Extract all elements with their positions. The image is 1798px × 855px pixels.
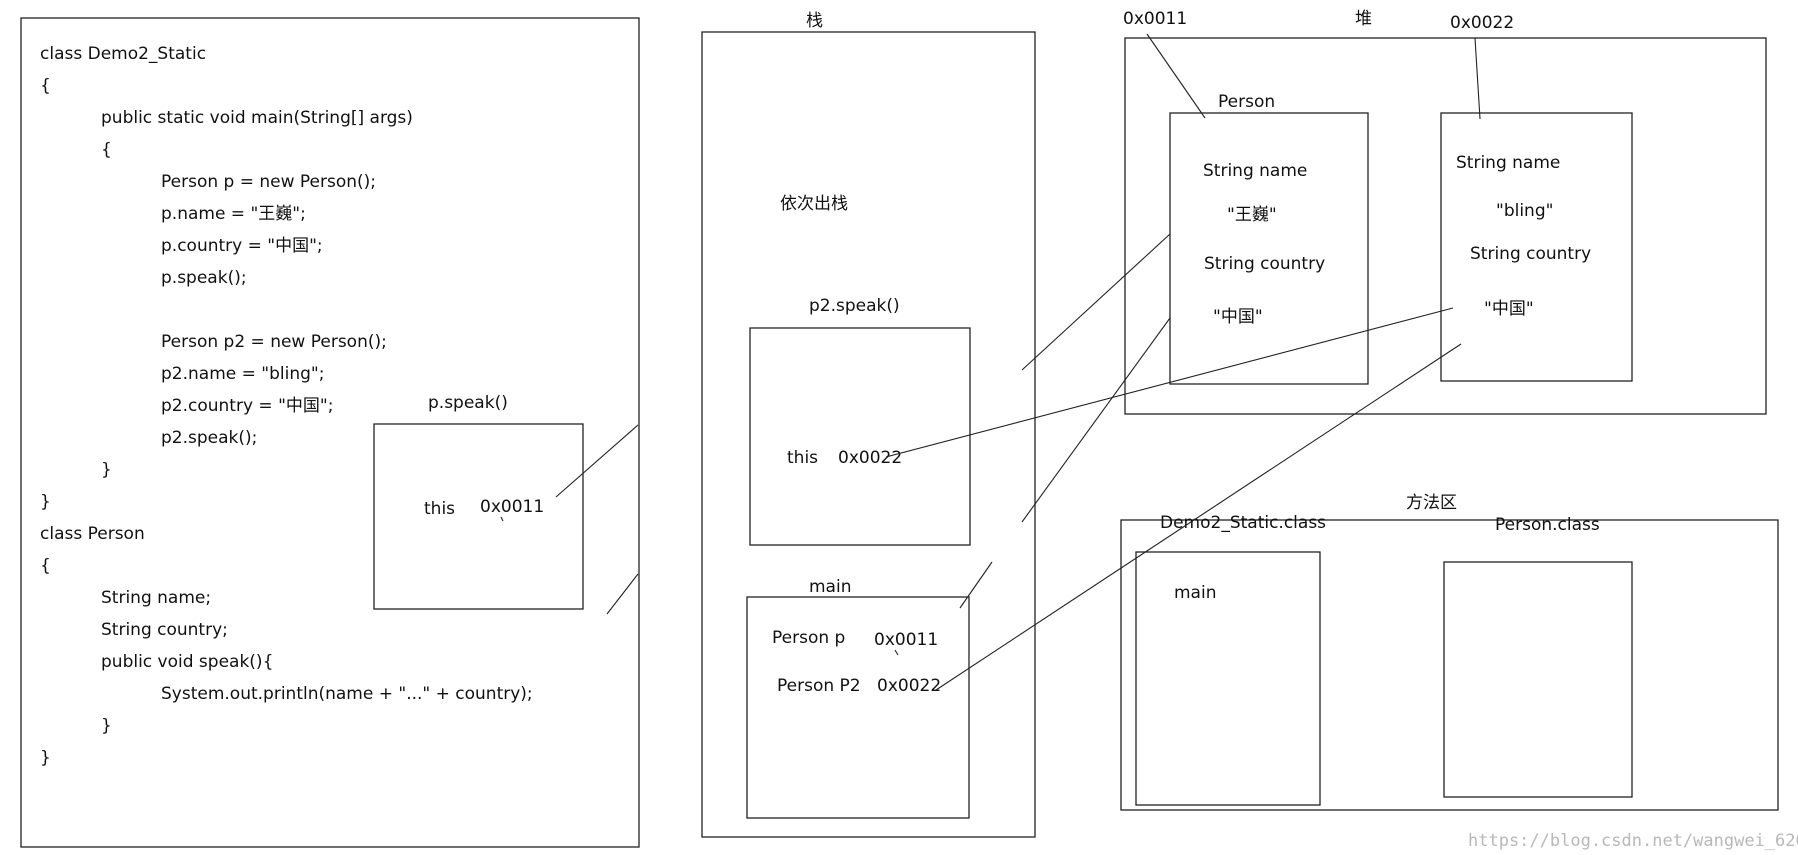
- code-line: p.country = "中国";: [161, 236, 323, 256]
- code-line: }: [101, 460, 112, 480]
- stack-to-obj1-lower: [1021, 317, 1171, 523]
- code-line: }: [40, 492, 51, 512]
- heap-obj2-name-value: "bling": [1496, 201, 1553, 221]
- code-line: Person p2 = new Person();: [161, 332, 387, 352]
- heap-obj2: [1440, 112, 1633, 382]
- heap-obj1: [1169, 112, 1369, 385]
- connector-lines: [555, 33, 1481, 691]
- main-p-tick: [894, 649, 899, 656]
- main-p2-label: Person P2: [777, 676, 861, 696]
- code-line: {: [40, 556, 51, 576]
- p2speak-this-to-obj2: [885, 307, 1454, 458]
- code-line: String country;: [101, 620, 228, 640]
- code-line: public static void main(String[] args): [101, 108, 413, 128]
- code-line: p2.speak();: [161, 428, 257, 448]
- code-line: public void speak(){: [101, 652, 273, 672]
- code-line: }: [101, 716, 112, 736]
- method-area-main-label: main: [1174, 583, 1216, 603]
- demo-class-box: [1135, 551, 1321, 806]
- code-line: p2.country = "中国";: [161, 396, 333, 416]
- heap-obj2-country-value: "中国": [1484, 299, 1534, 319]
- p2speak-frame: [749, 327, 971, 546]
- pspeak-this-link: [555, 424, 639, 498]
- main-frame-title: main: [809, 577, 851, 597]
- watermark: https://blog.csdn.net/wangwei_620: [1468, 831, 1798, 851]
- code-line: Person p = new Person();: [161, 172, 376, 192]
- heap-obj2-field-name: String name: [1456, 153, 1560, 173]
- code-line: class Person: [40, 524, 145, 544]
- code-line: class Demo2_Static: [40, 44, 206, 64]
- code-line: p2.name = "bling";: [161, 364, 324, 384]
- main-p2-value: 0x0022: [877, 676, 941, 696]
- obj2-address-pointer: [1474, 37, 1481, 120]
- method-area-panel: [1120, 519, 1779, 811]
- stack-pop-note: 依次出栈: [780, 194, 848, 214]
- pspeak-this-label: this: [424, 499, 455, 519]
- heap-panel: [1124, 37, 1767, 415]
- stack-to-obj1-upper: [1021, 233, 1171, 371]
- pspeak-frame: [373, 423, 584, 610]
- code-line: p.speak();: [161, 268, 247, 288]
- method-area-person-class: Person.class: [1495, 515, 1600, 535]
- main-frame-link: [959, 561, 993, 609]
- person-class-box: [1443, 561, 1633, 798]
- main-p-value: 0x0011: [874, 630, 938, 650]
- p2speak-this-label: this: [787, 448, 818, 468]
- heap-obj1-class: Person: [1218, 92, 1275, 112]
- pspeak-frame-title: p.speak(): [428, 393, 508, 413]
- heap-title: 堆: [1355, 9, 1372, 29]
- obj1-address-pointer: [1146, 33, 1206, 119]
- code-panel: [20, 17, 640, 848]
- code-line: System.out.println(name + "..." + countr…: [161, 684, 533, 704]
- code-line: }: [40, 748, 51, 768]
- heap-obj1-name-value: "王巍": [1227, 205, 1277, 225]
- code-listing: class Demo2_Static { public static void …: [40, 44, 533, 768]
- heap-obj1-field-name: String name: [1203, 161, 1307, 181]
- method-area-title: 方法区: [1406, 493, 1457, 513]
- main-p-label: Person p: [772, 628, 845, 648]
- code-line: p.name = "王巍";: [161, 204, 306, 224]
- heap-obj1-address: 0x0011: [1123, 9, 1187, 29]
- code-line: String name;: [101, 588, 211, 608]
- main-p2-to-obj2: [935, 343, 1462, 691]
- heap-obj2-field-country: String country: [1470, 244, 1591, 264]
- p2speak-frame-title: p2.speak(): [809, 296, 900, 316]
- code-line: {: [101, 140, 112, 160]
- heap-obj2-address: 0x0022: [1450, 13, 1514, 33]
- pspeak-tick: [500, 516, 504, 522]
- p2speak-this-value: 0x0022: [838, 448, 902, 468]
- method-area-demo-class: Demo2_Static.class: [1160, 513, 1326, 533]
- heap-obj1-field-country: String country: [1204, 254, 1325, 274]
- heap-obj1-country-value: "中国": [1213, 307, 1263, 327]
- main-frame: [746, 596, 970, 819]
- stack-panel: [701, 31, 1036, 838]
- stack-title: 栈: [806, 11, 823, 31]
- code-line: {: [40, 76, 51, 96]
- pspeak-this-value: 0x0011: [480, 497, 544, 517]
- pspeak-edge-link: [606, 573, 639, 615]
